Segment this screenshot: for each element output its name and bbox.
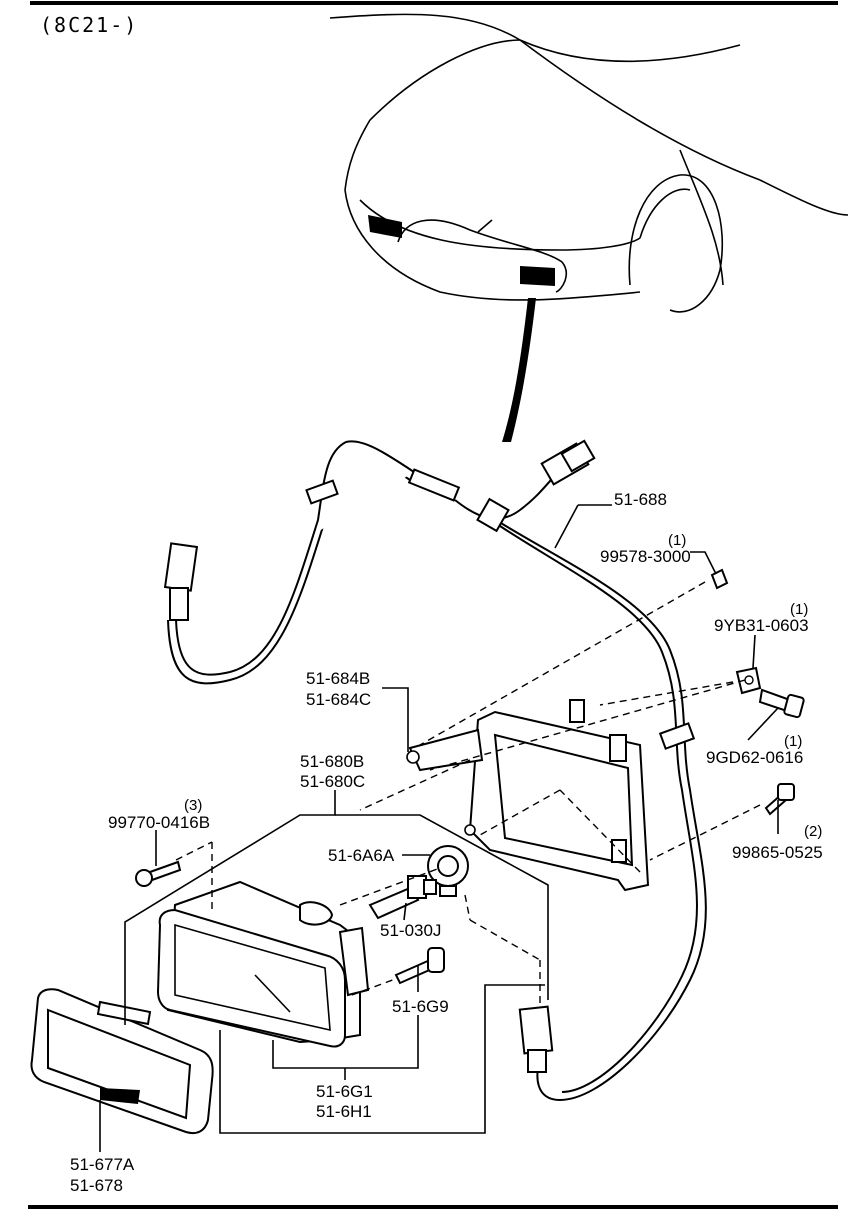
aiming-adjuster [394, 947, 445, 985]
label-screw3-qty: (3) [184, 797, 202, 814]
hardware-nut [735, 666, 762, 695]
hardware-screw-3 [135, 860, 182, 887]
label-bolt: 9GD62-0616 [706, 748, 803, 767]
fog-lamp-bezel [30, 988, 214, 1135]
fog-bulb [368, 875, 437, 920]
label-bezel-a: 51-677A [70, 1155, 135, 1174]
label-lamp-b: 51-680C [300, 772, 365, 791]
label-bolt-qty: (1) [784, 733, 802, 750]
label-lamp-a: 51-680B [300, 752, 364, 771]
label-lens-a: 51-6G1 [316, 1082, 373, 1101]
label-lens-b: 51-6H1 [316, 1102, 372, 1121]
label-bulb: 51-030J [380, 921, 441, 940]
hardware-clip [710, 568, 729, 590]
label-adjuster: 51-6G9 [392, 997, 449, 1016]
label-clip: 99578-3000 [600, 547, 691, 566]
label-harness: 51-688 [614, 490, 667, 509]
label-socket: 51-6A6A [328, 846, 395, 865]
label-bracket-a: 51-684B [306, 669, 370, 688]
label-bezel-b: 51-678 [70, 1176, 123, 1195]
label-screw2: 99865-0525 [732, 843, 823, 862]
mounting-bracket [406, 699, 650, 892]
label-screw3: 99770-0416B [108, 813, 210, 832]
leader-lines [99, 504, 779, 1152]
model-code: (8C21-) [40, 13, 138, 37]
fog-lamp-unit [156, 880, 370, 1048]
car-front-illustration [329, 13, 849, 442]
hardware-bolt [758, 688, 805, 719]
label-screw2-qty: (2) [804, 823, 822, 840]
bulb-socket [427, 845, 469, 897]
label-clip-qty: (1) [668, 532, 686, 549]
label-nut-qty: (1) [790, 601, 808, 618]
label-bracket-b: 51-684C [306, 690, 371, 709]
label-nut: 9YB31-0603 [714, 616, 809, 635]
hardware-screw-2 [764, 783, 795, 816]
